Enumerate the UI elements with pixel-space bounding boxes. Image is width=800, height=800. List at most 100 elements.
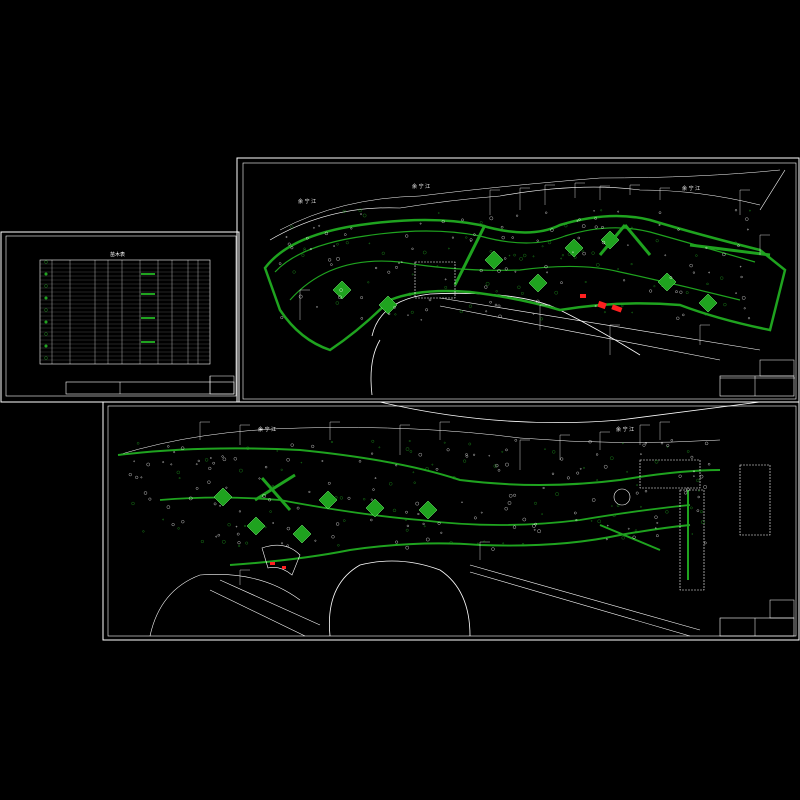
tree-symbol	[669, 276, 673, 279]
tree-symbol	[213, 502, 217, 506]
tree-symbol	[237, 541, 241, 545]
green-axis	[598, 224, 627, 256]
tree-symbol	[448, 247, 450, 250]
tree-symbol	[746, 228, 749, 231]
tree-symbol	[407, 314, 409, 316]
tree-symbol	[634, 529, 638, 532]
plant-symbol	[44, 320, 48, 324]
tree-symbol	[219, 504, 221, 507]
tree-symbol	[410, 310, 414, 314]
tree-symbol	[707, 463, 711, 466]
tree-symbol	[623, 279, 626, 282]
tree-symbol	[360, 317, 364, 320]
tree-symbol	[484, 285, 488, 289]
tree-symbol	[560, 281, 563, 284]
green-axis	[623, 224, 652, 256]
tree-symbol	[706, 282, 709, 286]
tree-symbol	[303, 247, 306, 250]
tree-symbol	[594, 305, 597, 308]
tree-symbol	[236, 532, 240, 536]
tree-symbol	[700, 510, 703, 514]
tree-symbol	[578, 218, 581, 221]
plaza-grid	[639, 459, 701, 489]
green-axis	[260, 477, 292, 511]
tree-symbol	[479, 221, 483, 224]
plant-table	[39, 259, 211, 365]
tree-symbol	[696, 509, 700, 512]
tree-symbol	[521, 543, 525, 546]
tree-symbol	[368, 242, 371, 245]
tree-symbol	[696, 478, 700, 482]
tree-symbol	[330, 441, 333, 443]
tree-symbol	[683, 491, 688, 495]
river-bank	[269, 186, 761, 241]
tree-symbol	[704, 441, 709, 446]
tree-symbol	[617, 210, 620, 213]
tree-symbol	[720, 276, 724, 280]
tree-symbol	[422, 522, 425, 525]
tree-symbol	[497, 469, 501, 472]
tree-symbol	[405, 234, 409, 238]
tree-symbol	[347, 496, 351, 500]
tree-symbol	[133, 460, 135, 463]
tree-symbol	[697, 495, 700, 499]
tree-symbol	[415, 501, 420, 506]
sheet-inner-frame	[5, 235, 237, 397]
tree-symbol	[318, 224, 321, 227]
tree-symbol	[631, 311, 633, 314]
tree-symbol	[362, 213, 367, 218]
tree-symbol	[658, 224, 661, 226]
tree-symbol	[501, 235, 505, 240]
tree-symbol	[485, 281, 490, 286]
tree-symbol	[505, 462, 509, 467]
tree-symbol	[225, 486, 228, 489]
building	[282, 566, 286, 569]
parking-stripe	[599, 524, 661, 551]
tree-symbol	[444, 278, 447, 281]
tree-symbol	[180, 446, 185, 450]
plant-symbol	[44, 308, 48, 312]
tree-symbol	[596, 263, 600, 267]
north-line	[759, 169, 786, 211]
tree-symbol	[286, 526, 291, 531]
tree-symbol	[405, 447, 410, 451]
tree-symbol	[268, 498, 272, 502]
tree-symbol	[188, 496, 193, 501]
tree-symbol	[577, 236, 581, 240]
green-axis	[689, 243, 771, 257]
tree-symbol	[612, 514, 616, 518]
tree-symbol	[195, 463, 198, 466]
tree-symbol	[423, 525, 426, 528]
tree-symbol	[635, 491, 639, 495]
tree-symbol	[588, 440, 592, 444]
tree-symbol	[342, 288, 346, 291]
tree-symbol	[574, 256, 577, 259]
tree-symbol	[522, 517, 527, 522]
building	[270, 562, 275, 565]
tree-symbol	[536, 299, 540, 304]
tree-symbol	[505, 448, 508, 452]
sheet-inner-frame	[107, 405, 797, 637]
tree-symbol	[473, 233, 476, 236]
tree-symbol	[209, 457, 212, 459]
tree-symbol	[395, 464, 398, 467]
tree-symbol	[532, 524, 536, 528]
tree-symbol	[140, 476, 143, 479]
plaza-diamond	[318, 490, 338, 510]
tree-symbol	[428, 298, 432, 302]
tree-symbol	[734, 209, 738, 212]
title-block-stamp	[769, 599, 795, 619]
road	[439, 305, 721, 361]
tree-symbol	[342, 209, 346, 213]
tree-symbol	[532, 312, 535, 315]
tree-symbol	[264, 465, 268, 469]
tree-symbol	[705, 246, 708, 249]
tree-symbol	[591, 498, 596, 502]
plant-symbol	[44, 332, 48, 336]
tree-symbol	[483, 540, 486, 543]
tree-symbol	[311, 444, 315, 448]
tree-symbol	[328, 258, 332, 262]
tree-symbol	[392, 508, 397, 513]
tree-symbol	[238, 545, 241, 547]
tree-symbol	[596, 479, 599, 481]
